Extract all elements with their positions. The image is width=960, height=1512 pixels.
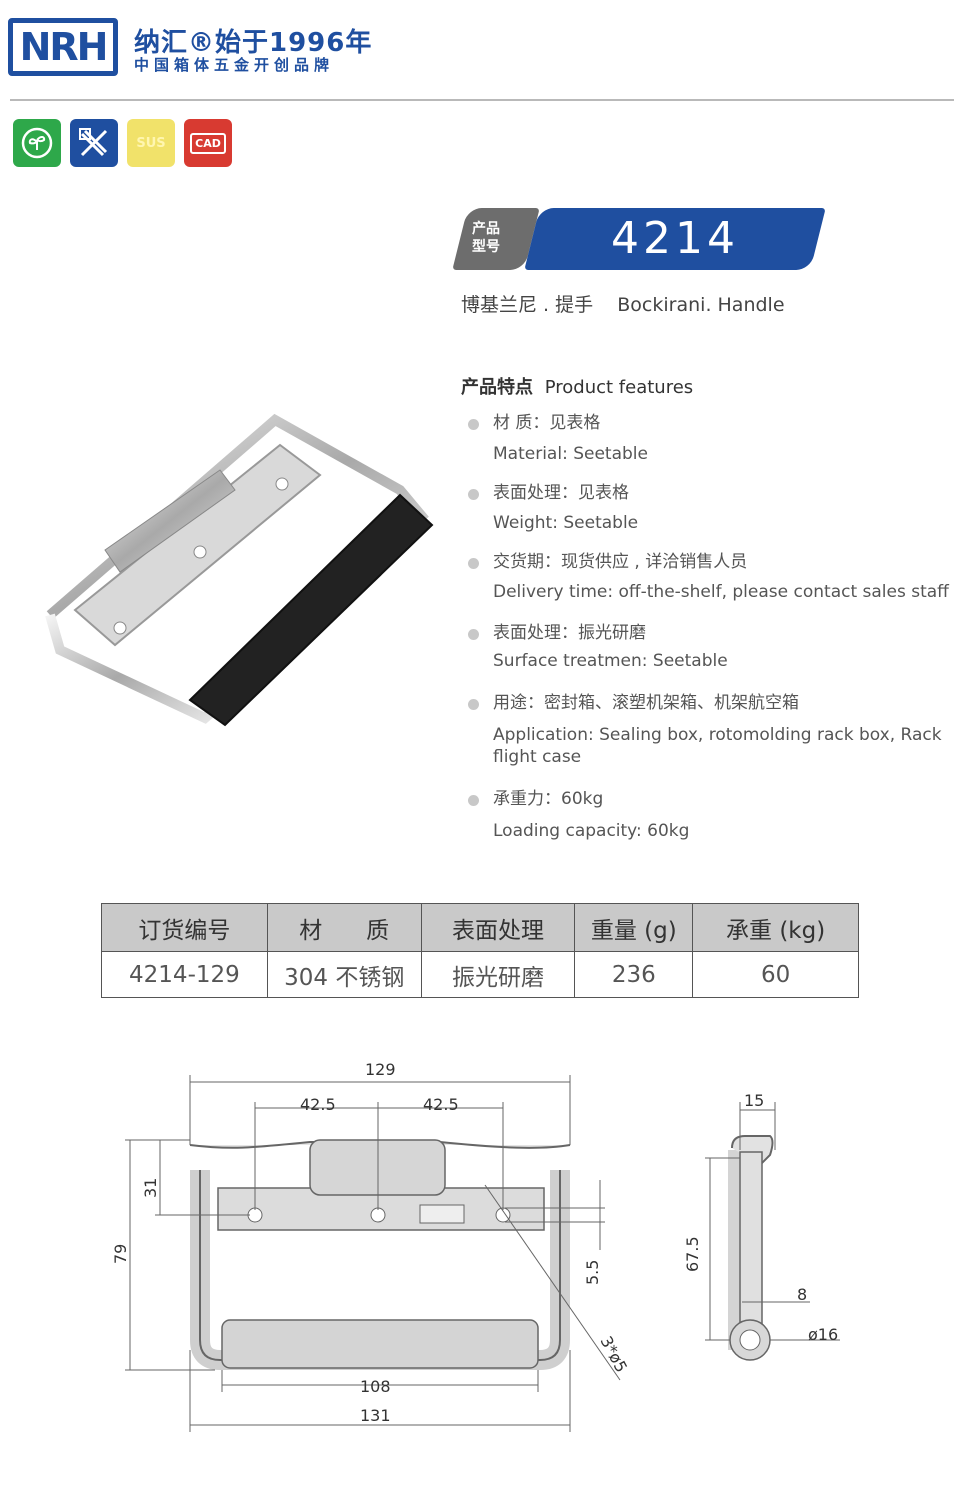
sus-icon: SUS	[127, 119, 175, 167]
model-number: 4214	[611, 213, 739, 264]
table-cell: 振光研磨	[420, 951, 576, 998]
product-photo	[45, 413, 434, 727]
table-header: 表面处理	[420, 903, 576, 952]
logo-text: NRH	[19, 25, 109, 69]
spec-table: 订货编号 材 质 表面处理 重量 (g) 承重 (kg) 4214-129 30…	[101, 903, 859, 998]
product-subtitle: 博基兰尼 . 提手 Bockirani. Handle	[461, 294, 785, 316]
model-tag-label: 产品 型号	[472, 221, 500, 255]
bullet-dot	[468, 699, 479, 710]
bullet-dot	[468, 419, 479, 430]
brand-name: 纳汇®始于1996年	[134, 28, 373, 58]
feature-cn: 交货期：现货供应 , 详洽销售人员	[493, 552, 748, 572]
dim-side-top: 15	[744, 1091, 764, 1110]
cad-icon: CAD	[184, 119, 232, 167]
feature-en: Loading capacity: 60kg	[493, 821, 690, 841]
dim-half-left: 42.5	[300, 1095, 336, 1114]
table-cell: 304 不锈钢	[266, 951, 422, 998]
tools-icon	[70, 119, 118, 167]
bullet-dot	[468, 795, 479, 806]
feature-cn: 材 质：见表格	[493, 413, 601, 433]
feature-en: Delivery time: off-the-shelf, please con…	[493, 582, 949, 602]
features-heading: 产品特点 Product features	[461, 373, 693, 399]
features-heading-cn: 产品特点	[461, 377, 533, 398]
feature-en: Material: Seetable	[493, 444, 648, 464]
dim-top-width: 129	[365, 1060, 396, 1079]
feature-cn: 表面处理：振光研磨	[493, 623, 646, 643]
table-row: 4214-129 304 不锈钢 振光研磨 236 60	[101, 951, 859, 998]
dim-grip-width: 108	[360, 1377, 391, 1396]
bullet-dot	[468, 629, 479, 640]
feature-en: Weight: Seetable	[493, 513, 639, 533]
dim-half-right: 42.5	[423, 1095, 459, 1114]
dim-height-top: 31	[141, 1178, 160, 1198]
table-header: 承重 (kg)	[692, 903, 859, 952]
table-header: 材 质	[266, 903, 422, 952]
header-divider	[10, 99, 954, 101]
feature-en: Surface treatmen: Seetable	[493, 651, 728, 671]
certification-badges: SUS CAD	[13, 119, 232, 167]
cad-label: CAD	[190, 132, 226, 154]
feature-cn: 承重力：60kg	[493, 789, 604, 809]
feature-en: Application: Sealing box, rotomolding ra…	[493, 725, 942, 767]
technical-drawing: 129 42.5 42.5 31 79 5.5 3*ø5 108 131 15 …	[111, 1060, 840, 1432]
brand-logo: NRH	[8, 18, 118, 76]
table-cell: 60	[692, 951, 859, 998]
dim-side-offset: 8	[797, 1285, 807, 1304]
features-heading-en: Product features	[544, 377, 694, 398]
table-cell: 236	[574, 951, 694, 998]
brand-slogan: 中国箱体五金开创品牌	[134, 56, 335, 74]
dim-side-height: 67.5	[683, 1236, 702, 1272]
feature-cn: 用途：密封箱、滚塑机架箱、机架航空箱	[493, 693, 799, 713]
table-header-row: 订货编号 材 质 表面处理 重量 (g) 承重 (kg)	[101, 903, 859, 952]
table-cell: 4214-129	[101, 951, 268, 998]
eco-icon	[13, 119, 61, 167]
table-header: 重量 (g)	[574, 903, 694, 952]
bullet-dot	[468, 558, 479, 569]
dim-hole-offset: 5.5	[583, 1260, 602, 1285]
dim-bottom-width: 131	[360, 1406, 391, 1425]
feature-cn: 表面处理：见表格	[493, 483, 629, 503]
dim-side-diameter: ø16	[808, 1325, 838, 1344]
bullet-dot	[468, 489, 479, 500]
table-header: 订货编号	[101, 903, 268, 952]
dim-height-total: 79	[111, 1244, 130, 1264]
